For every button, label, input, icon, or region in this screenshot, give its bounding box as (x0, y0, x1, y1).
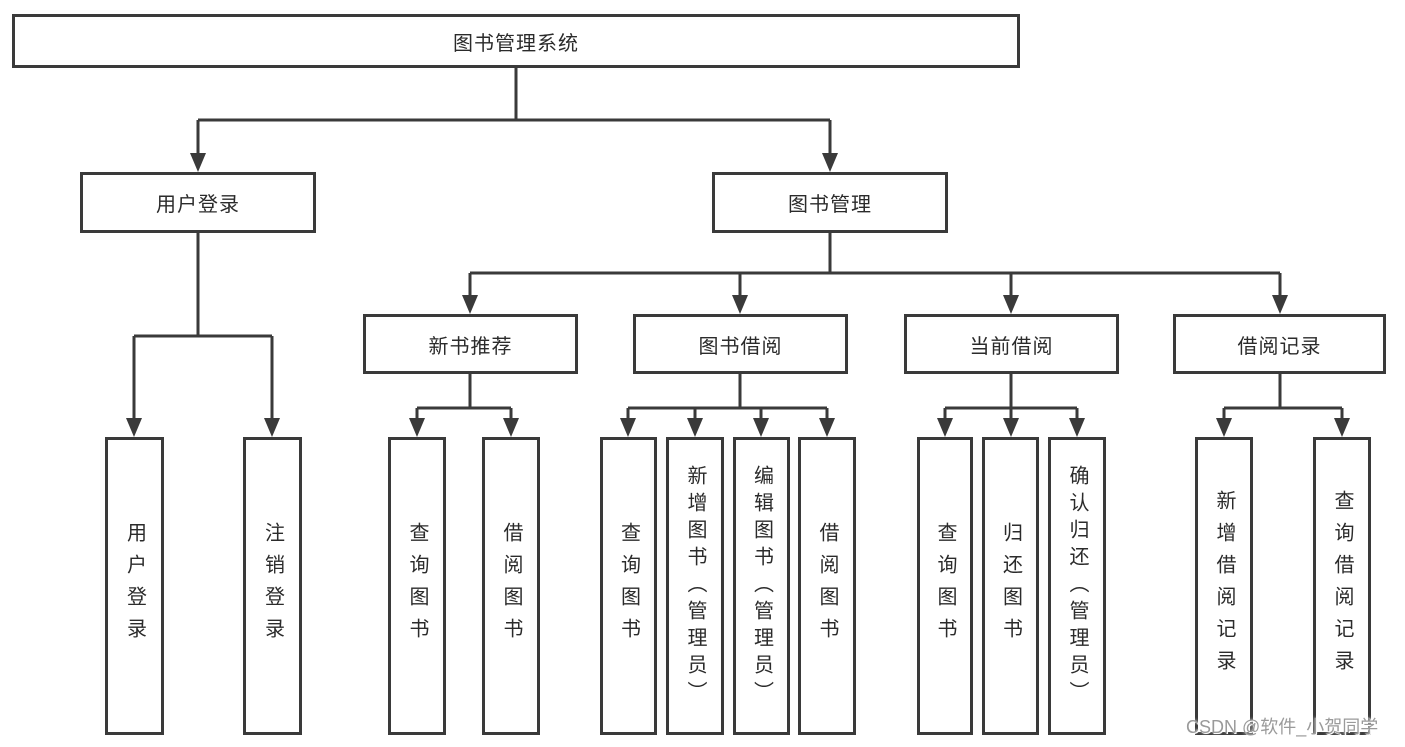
arrowhead-borrow-record (1272, 295, 1288, 314)
leaf-record-query-borrow-record: 查询借阅记录 (1313, 437, 1371, 735)
edge-new-rec-children (415, 374, 513, 422)
edge-root-to-level2 (196, 68, 832, 156)
arrowhead-leaf-login (126, 418, 142, 437)
node-root-label: 图书管理系统 (453, 32, 579, 55)
leaf-borrow-add-book-admin-label: 新增图书（管理员） (684, 464, 706, 708)
node-borrow-record: 借阅记录 (1173, 314, 1386, 374)
leaf-borrow-query-book-label: 查询图书 (617, 522, 640, 650)
node-root: 图书管理系统 (12, 14, 1020, 68)
leaf-user-login-label: 用户登录 (123, 522, 146, 650)
leaf-current-confirm-return-admin: 确认归还（管理员） (1048, 437, 1106, 735)
leaf-newrec-borrow-book-label: 借阅图书 (500, 522, 522, 650)
arrowhead-newrec-borrow (503, 418, 519, 437)
leaf-current-return-book-label: 归还图书 (999, 522, 1022, 650)
arrowhead-borrow-add (687, 418, 703, 437)
leaf-logout-label: 注销登录 (261, 522, 284, 650)
arrowhead-current-borrow (1003, 295, 1019, 314)
node-book-mgmt: 图书管理 (712, 172, 948, 233)
leaf-user-login: 用户登录 (105, 437, 164, 735)
arrowhead-current-query (937, 418, 953, 437)
edge-record-children (1222, 374, 1344, 422)
node-user-login-label: 用户登录 (156, 194, 240, 216)
leaf-current-query-book: 查询图书 (917, 437, 973, 735)
leaf-borrow-borrow-book: 借阅图书 (798, 437, 856, 735)
arrowhead-book-borrow (732, 295, 748, 314)
leaf-borrow-query-book: 查询图书 (600, 437, 657, 735)
leaf-record-add-borrow-record-label: 新增借阅记录 (1213, 490, 1235, 682)
arrowhead-record-add (1216, 418, 1232, 437)
edge-user-login-children (132, 233, 274, 421)
node-new-book-rec-label: 新书推荐 (428, 335, 513, 358)
arrowhead-new-rec (462, 295, 478, 314)
leaf-current-return-book: 归还图书 (982, 437, 1039, 735)
leaf-newrec-borrow-book: 借阅图书 (482, 437, 540, 735)
arrowhead-current-confirm (1069, 418, 1085, 437)
node-current-borrow: 当前借阅 (904, 314, 1119, 374)
node-borrow-record-label: 借阅记录 (1237, 335, 1322, 358)
node-book-mgmt-label: 图书管理 (788, 194, 872, 216)
node-new-book-rec: 新书推荐 (363, 314, 578, 374)
leaf-borrow-edit-book-admin-label: 编辑图书（管理员） (750, 464, 773, 708)
edge-current-children (943, 374, 1079, 422)
leaf-logout: 注销登录 (243, 437, 302, 735)
csdn-watermark: CSDN @软件_小贺同学 (1186, 717, 1379, 737)
node-current-borrow-label: 当前借阅 (969, 335, 1054, 358)
leaf-current-confirm-return-admin-label: 确认归还（管理员） (1066, 464, 1088, 708)
leaf-borrow-edit-book-admin: 编辑图书（管理员） (733, 437, 790, 735)
arrowhead-current-return (1003, 418, 1019, 437)
arrowhead-book-mgmt (822, 153, 838, 172)
edge-borrow-children (626, 374, 829, 422)
arrowhead-record-query (1334, 418, 1350, 437)
arrowhead-leaf-logout (264, 418, 280, 437)
arrowhead-user-login (190, 153, 206, 172)
arrowhead-borrow-edit (753, 418, 769, 437)
node-book-borrow-label: 图书借阅 (698, 335, 783, 358)
leaf-borrow-borrow-book-label: 借阅图书 (816, 522, 838, 650)
node-user-login: 用户登录 (80, 172, 316, 233)
leaf-newrec-query-book-label: 查询图书 (406, 522, 428, 650)
leaf-current-query-book-label: 查询图书 (934, 522, 956, 650)
leaf-record-query-borrow-record-label: 查询借阅记录 (1331, 490, 1353, 682)
leaf-borrow-add-book-admin: 新增图书（管理员） (666, 437, 724, 735)
arrowhead-borrow-query (620, 418, 636, 437)
leaf-record-add-borrow-record: 新增借阅记录 (1195, 437, 1253, 735)
node-book-borrow: 图书借阅 (633, 314, 848, 374)
arrowhead-newrec-query (409, 418, 425, 437)
edge-book-mgmt-children (468, 233, 1282, 298)
arrowhead-borrow-borrow (819, 418, 835, 437)
leaf-newrec-query-book: 查询图书 (388, 437, 446, 735)
